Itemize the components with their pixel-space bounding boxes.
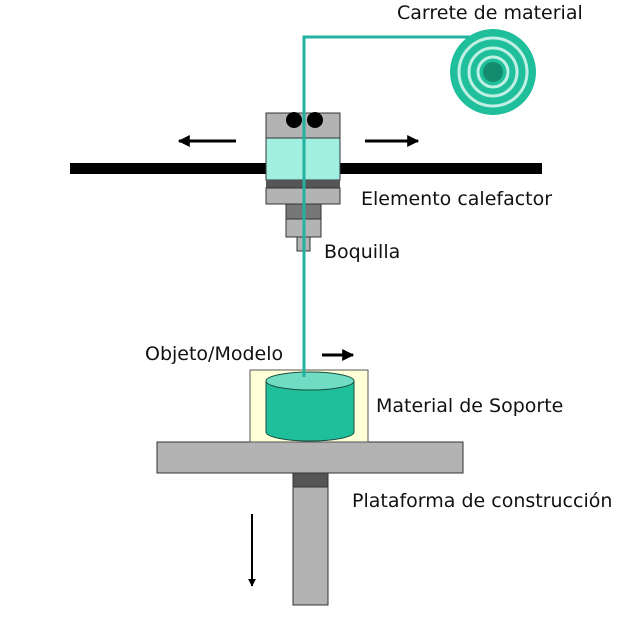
label-nozzle: Boquilla [324,241,400,263]
model-cylinder [265,371,355,442]
drive-wheel [286,112,302,128]
platform-column [292,472,329,606]
label-model: Objeto/Modelo [145,343,283,365]
platform-collar [292,472,329,488]
label-support: Material de Soporte [376,395,563,417]
build-platform [156,441,464,474]
filament [302,35,493,377]
label-spool: Carrete de material [397,2,583,24]
label-heater: Elemento calefactor [361,188,552,210]
label-platform: Plataforma de construcción [352,490,612,512]
drive-wheel [307,112,323,128]
material-spool [450,29,536,115]
